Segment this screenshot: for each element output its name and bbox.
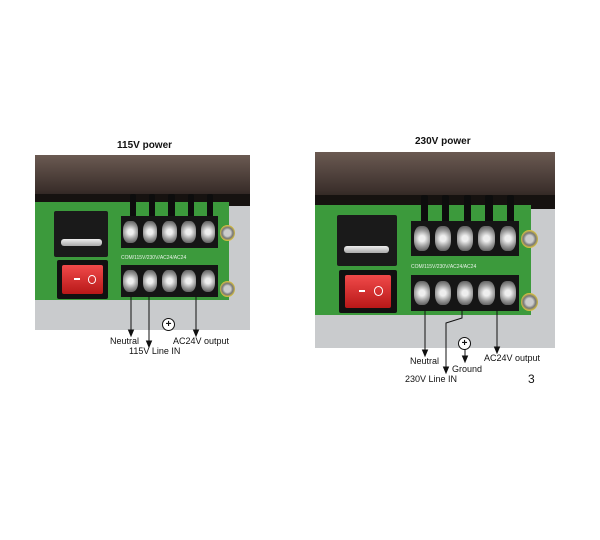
label-ground-right: Ground: [452, 364, 483, 374]
right-power-board-photo: COM/115V/230V/AC24/AC24: [315, 152, 555, 348]
terminal-screw: [435, 225, 452, 251]
power-switch: [56, 260, 109, 299]
wire: [420, 195, 428, 223]
mounting-screw: [219, 281, 235, 297]
label-output-left: AC24V output: [173, 336, 230, 346]
fuse-holder: [336, 214, 397, 266]
terminal-screw: [200, 220, 216, 244]
wire: [148, 193, 156, 218]
label-output-right: AC24V output: [484, 353, 541, 363]
fuse-holder: [54, 211, 109, 257]
switch-rocker: [344, 274, 391, 308]
left-figure-title: 115V power: [117, 140, 173, 151]
terminal-screw: [162, 220, 177, 244]
mounting-screw: [521, 293, 539, 311]
terminal-screw: [456, 225, 474, 251]
terminal-screw: [123, 220, 138, 244]
right-figure-title: 230V power: [415, 136, 471, 147]
page-number: 3: [528, 372, 535, 386]
label-neutral-left: Neutral: [110, 336, 140, 346]
fuse: [343, 246, 390, 254]
switch-rocker: [61, 264, 103, 294]
mounting-screw: [219, 225, 235, 241]
power-switch: [339, 269, 397, 313]
terminal-screw: [181, 220, 196, 244]
terminal-screw: [478, 280, 495, 306]
label-neutral-right: Neutral: [410, 356, 440, 366]
wire: [187, 193, 195, 218]
terminal-screw: [123, 269, 138, 293]
wire: [442, 195, 450, 223]
terminal-screw: [162, 269, 177, 293]
wire: [129, 193, 137, 218]
terminal-screw: [435, 280, 452, 306]
label-line-in-right: 230V Line IN: [405, 374, 458, 384]
terminal-screw: [142, 269, 158, 293]
mounting-screw: [521, 230, 539, 249]
wire: [507, 195, 515, 223]
terminal-strip-label: COM/115V/230V/AC24/AC24: [121, 254, 187, 261]
terminal-block-top: [411, 220, 519, 256]
terminal-screw: [478, 225, 495, 251]
terminal-screw: [456, 280, 474, 306]
terminal-screw: [413, 280, 430, 306]
terminal-screw: [200, 269, 216, 293]
terminal-screw: [142, 220, 158, 244]
terminal-screw: [413, 225, 430, 251]
wire: [485, 195, 493, 223]
wire: [168, 193, 175, 218]
wire: [463, 195, 471, 223]
terminal-screw: [181, 269, 196, 293]
label-line-in-left: 115V Line IN: [129, 346, 181, 356]
ground-symbol-icon: +: [162, 318, 175, 331]
left-power-board-photo: COM/115V/230V/AC24/AC24: [35, 155, 250, 330]
fuse: [60, 239, 102, 246]
ground-symbol-icon: +: [458, 337, 471, 350]
terminal-strip-label: COM/115V/230V/AC24/AC24: [411, 263, 477, 270]
wire: [207, 193, 214, 218]
terminal-block-bottom: [411, 275, 519, 311]
terminal-screw: [500, 280, 517, 306]
terminal-screw: [500, 225, 517, 251]
terminal-block-top: [121, 216, 218, 248]
terminal-block-bottom: [121, 265, 218, 297]
